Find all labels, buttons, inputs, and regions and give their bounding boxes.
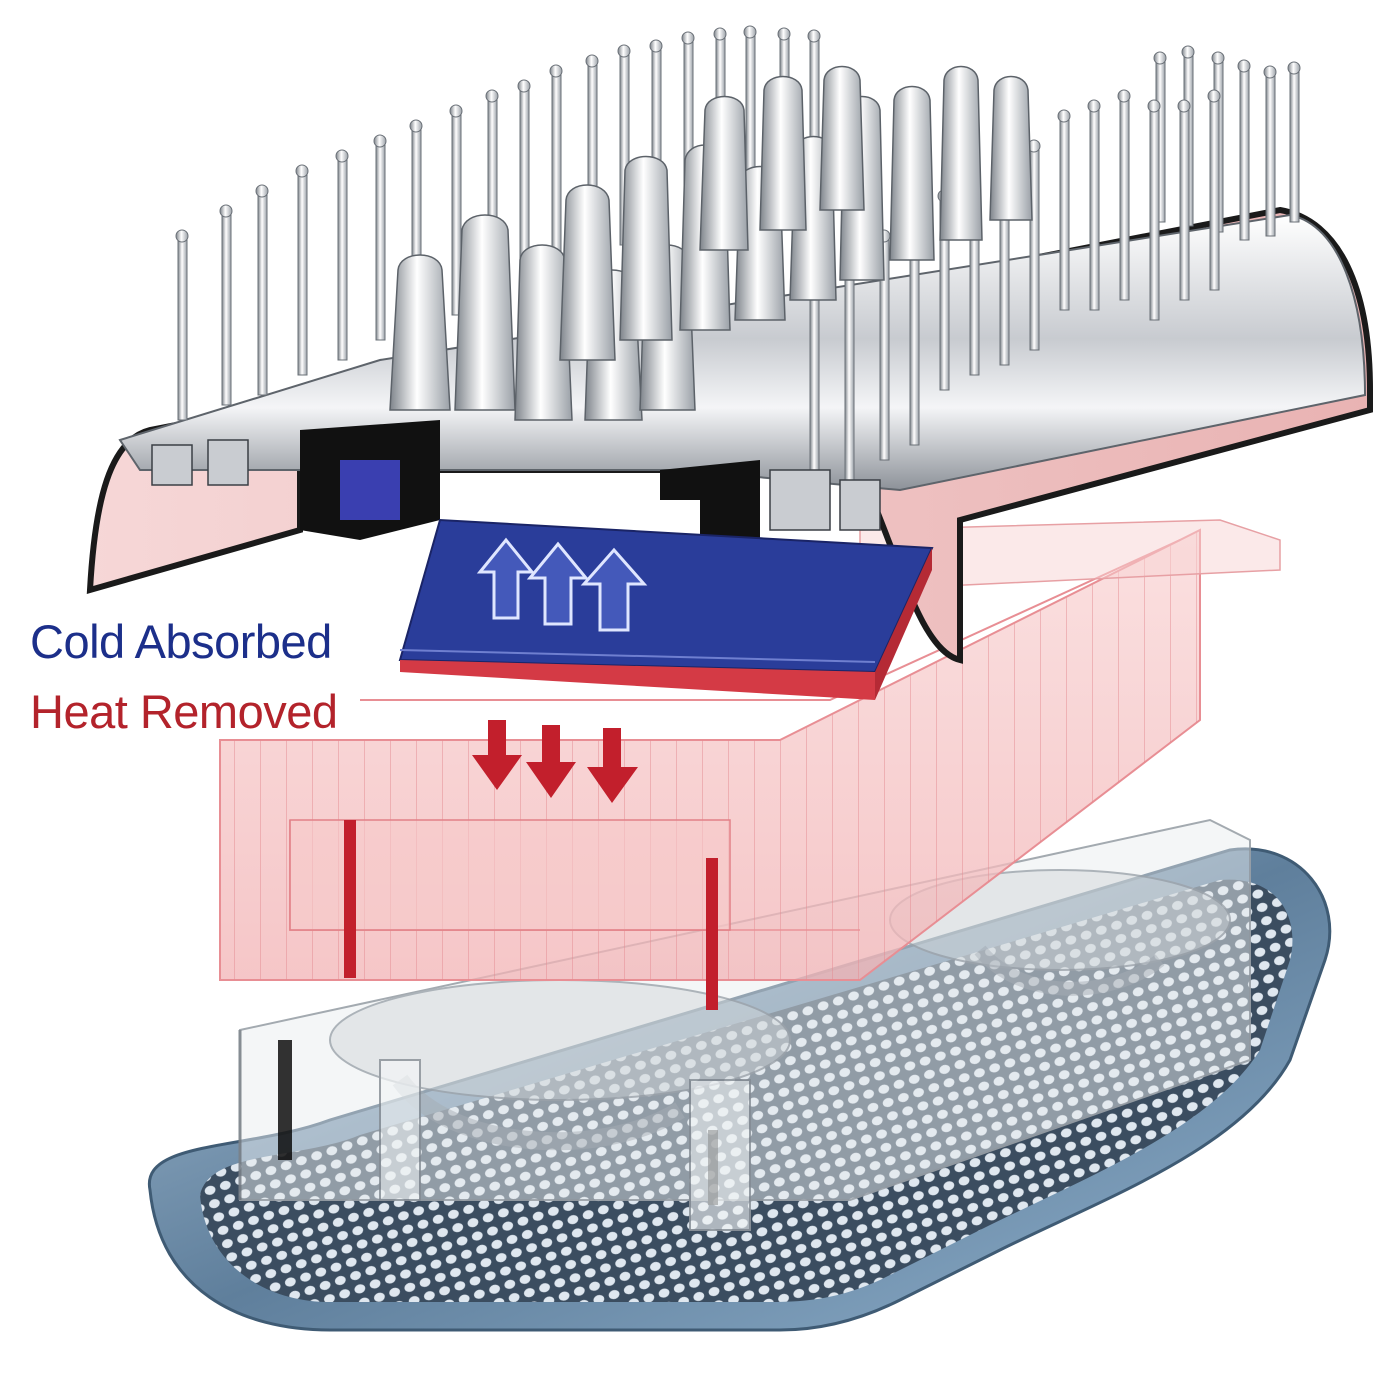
arrow-down-icon bbox=[526, 725, 576, 798]
arrow-down-icon bbox=[587, 728, 638, 803]
brush-inner-blue bbox=[340, 460, 400, 520]
arrow-up-icon bbox=[526, 541, 590, 626]
thermoelectric-plate bbox=[398, 518, 934, 700]
heatsink-core bbox=[289, 819, 731, 931]
brush-head bbox=[86, 25, 1373, 664]
brush-pins bbox=[151, 25, 1301, 531]
plate-cold-side bbox=[398, 518, 934, 674]
fan-blade bbox=[392, 1074, 685, 1151]
heatsink bbox=[219, 519, 1281, 1010]
heat-removed-label: Heat Removed bbox=[30, 685, 338, 738]
housing-slot bbox=[278, 1040, 292, 1160]
heatsink-leg bbox=[344, 820, 356, 978]
plate-hot-side bbox=[400, 660, 875, 700]
brush-frame-right bbox=[660, 460, 760, 560]
arrow-down-icon bbox=[472, 720, 522, 790]
fan-housing bbox=[238, 818, 1251, 1231]
arrow-up-icon bbox=[580, 547, 648, 632]
cold-absorbed-label: Cold Absorbed bbox=[30, 615, 332, 668]
arrow-down-icon bbox=[472, 720, 638, 803]
fan-blade bbox=[974, 945, 1165, 996]
arrow-up-icon bbox=[476, 537, 648, 632]
heatsink-leg bbox=[706, 858, 718, 1010]
arrow-up-icon bbox=[476, 537, 536, 620]
